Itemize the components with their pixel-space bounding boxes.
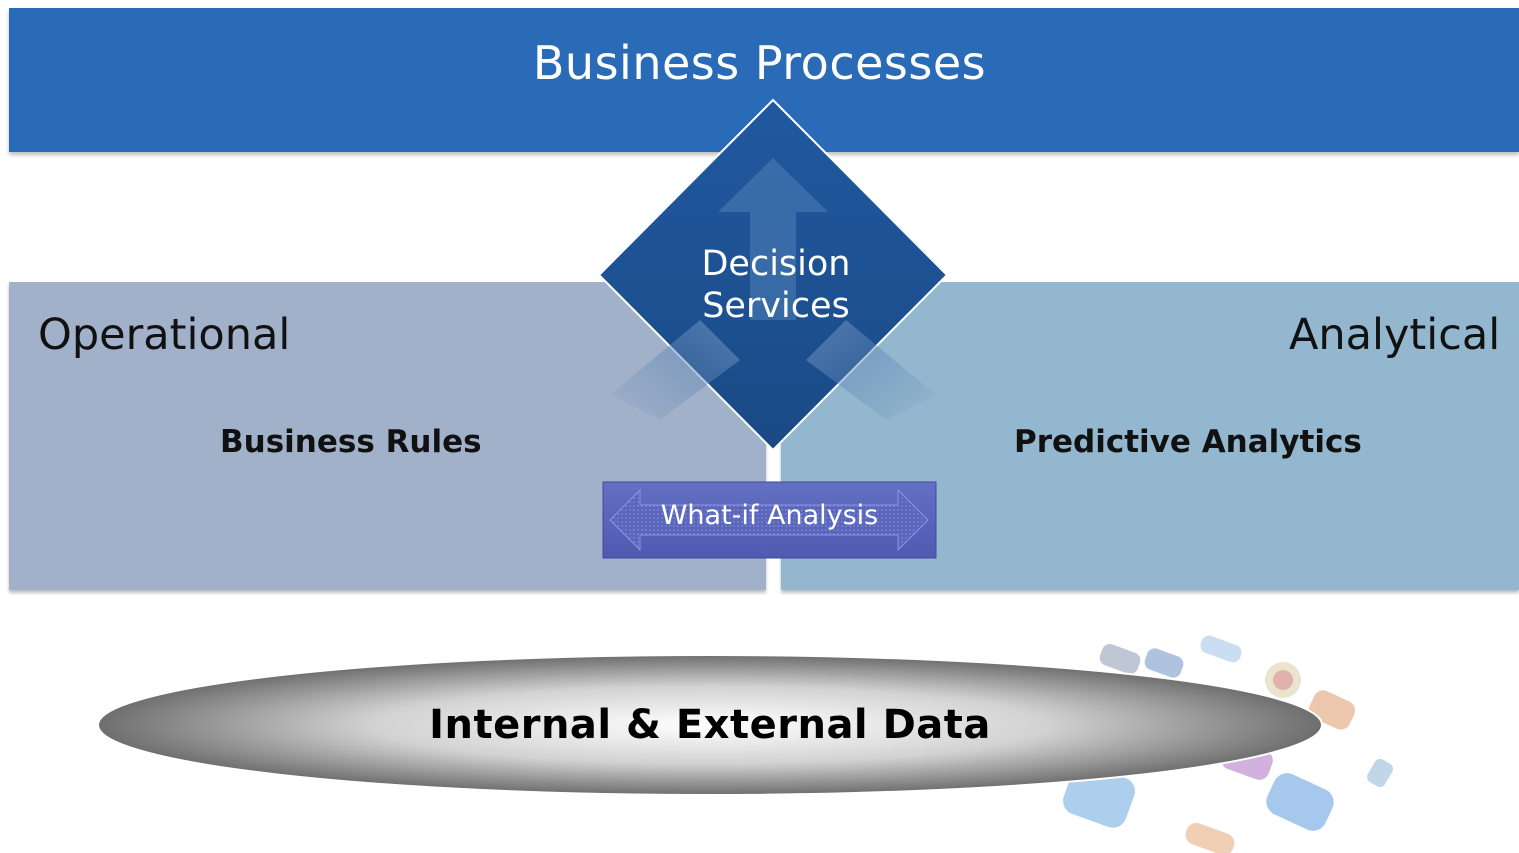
up-arrow-shape <box>718 158 828 320</box>
business-rules-label: Business Rules <box>220 424 482 460</box>
whatif-label: What-if Analysis <box>660 500 879 531</box>
operational-title: Operational <box>38 310 291 360</box>
predictive-analytics-label: Predictive Analytics <box>1014 424 1362 460</box>
decision-services-label: Decision Services <box>676 243 876 327</box>
data-ellipse <box>97 654 1323 796</box>
analytical-title: Analytical <box>1289 310 1501 360</box>
data-label: Internal & External Data <box>429 702 991 748</box>
left-arm-shape <box>610 320 740 420</box>
decision-line-2: Services <box>702 286 850 326</box>
whatif-double-arrow <box>609 488 929 552</box>
decision-line-1: Decision <box>701 244 851 284</box>
business-processes-title: Business Processes <box>532 36 987 90</box>
right-arm-shape <box>806 320 936 420</box>
